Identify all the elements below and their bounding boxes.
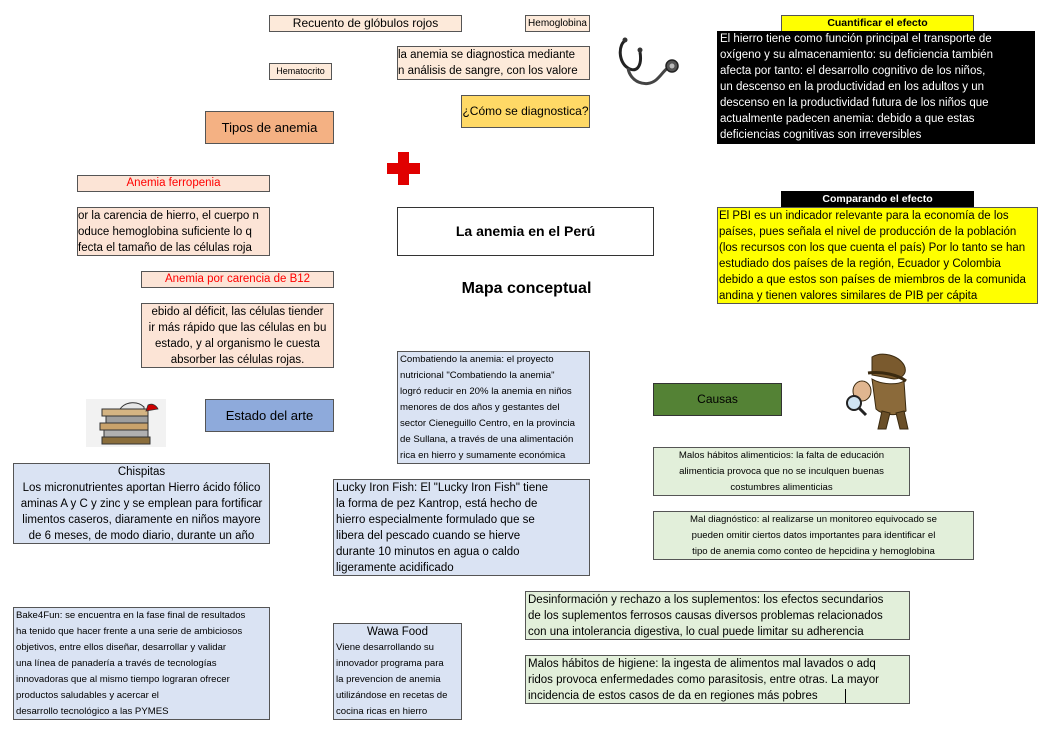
chispitas-title: Chispitas bbox=[117, 466, 166, 478]
como-diagnostica-box: ¿Cómo se diagnostica? bbox=[461, 95, 590, 128]
main-title: La anemia en el Perú bbox=[397, 207, 654, 256]
combatiendo-line: de Sullana, a través de una alimentación bbox=[400, 434, 574, 445]
chispitas-line: aminas A y C y zinc y se emplean para fo… bbox=[20, 498, 263, 510]
comparando-line: (los recursos con los que cuenta el país… bbox=[719, 242, 1026, 254]
diagnostico-text: la anemia se diagnostica mediante n anál… bbox=[397, 46, 590, 80]
bake-line: Bake4Fun: se encuentra en la fase final … bbox=[16, 610, 246, 621]
wawa-line: innovador programa para bbox=[336, 658, 444, 669]
chispitas-line: Los micronutrientes aportan Hierro ácido… bbox=[22, 482, 261, 494]
wawa-line: Viene desarrollando su bbox=[336, 642, 434, 653]
stethoscope-icon bbox=[612, 34, 682, 92]
diagnostico-line: la anemia se diagnostica mediante bbox=[398, 49, 576, 61]
anemia-ferropenia-text: or la carencia de hierro, el cuerpo n od… bbox=[77, 207, 270, 256]
mal-diagnostico-line: pueden omitir ciertos datos importantes … bbox=[691, 530, 936, 541]
chispitas-line: limentos caseros, diaramente en niños ma… bbox=[22, 514, 261, 526]
comparando-line: estudiado dos países de la región, Ecuad… bbox=[719, 258, 1001, 270]
cuantificar-title: Cuantificar el efecto bbox=[781, 15, 974, 32]
b12-line: ebido al déficit, las células tiender bbox=[151, 306, 324, 318]
lucky-line: durante 10 minutos en agua o caldo bbox=[336, 546, 520, 558]
comparando-line: andina y tienen valores similares de PIB… bbox=[719, 290, 978, 302]
combatiendo-line: menores de dos años y gestantes del bbox=[400, 402, 560, 413]
wawa-line: cocina ricas en hierro bbox=[336, 706, 428, 717]
bake-line: objetivos, entre ellos diseñar, desarrol… bbox=[16, 642, 227, 653]
malos-habitos-line: alimenticia provoca que no se inculquen … bbox=[679, 466, 884, 477]
combatiendo-line: nutricional "Combatiendo la anemia" bbox=[400, 370, 555, 381]
map-subtitle: Mapa conceptual bbox=[461, 280, 592, 297]
anemia-ferropenia-title: Anemia ferropenia bbox=[77, 175, 270, 192]
causas-box: Causas bbox=[653, 383, 782, 416]
bake-line: desarrollo tecnológico a las PYMES bbox=[16, 706, 169, 717]
wawa-line: la prevencion de anemia bbox=[336, 674, 441, 685]
estado-arte-box: Estado del arte bbox=[205, 399, 334, 432]
bake4fun-text: Bake4Fun: se encuentra en la fase final … bbox=[13, 607, 270, 720]
bake-line: ha tenido que hacer frente a una serie d… bbox=[16, 626, 243, 637]
malos-habitos-line: costumbres alimenticias bbox=[730, 482, 833, 493]
ferropenia-line: oduce hemoglobina suficiente lo q bbox=[78, 226, 252, 238]
combatiendo-line: Combatiendo la anemia: el proyecto bbox=[400, 354, 554, 365]
books-icon bbox=[86, 399, 166, 447]
lucky-line: la forma de pez Kantrop, está hecho de bbox=[336, 498, 538, 510]
cuantificar-line: afecta por tanto: el desarrollo cognitiv… bbox=[720, 65, 986, 77]
bake-line: innovadoras que al mismo tiempo lograran… bbox=[16, 674, 230, 685]
lucky-line: libera del pescado cuando se hierve bbox=[336, 530, 521, 542]
desinformacion-line: Desinformación y rechazo a los suplement… bbox=[528, 594, 884, 606]
combatiendo-line: rica en hierro y sumamente económica bbox=[400, 450, 566, 461]
mal-diagnostico-text: Mal diagnóstico: al realizarse un monito… bbox=[653, 511, 974, 560]
cuantificar-line: deficiencias cognitivas son irreversible… bbox=[720, 129, 922, 141]
red-cross-icon bbox=[387, 152, 420, 185]
bake-line: una línea de panadería a través de tecno… bbox=[16, 658, 217, 669]
malos-habitos-line: Malos hábitos alimenticios: la falta de … bbox=[678, 450, 885, 461]
combatiendo-line: sector Cieneguillo Centro, en la provinc… bbox=[400, 418, 575, 429]
lucky-iron-fish-text: Lucky Iron Fish: El "Lucky Iron Fish" ti… bbox=[333, 479, 590, 576]
combatiendo-line: logró reducir en 20% la anemia en niños bbox=[400, 386, 572, 397]
text-cursor bbox=[845, 689, 846, 703]
cuantificar-line: un descenso en la productividad en los a… bbox=[720, 81, 985, 93]
b12-line: estado, y al organismo le cuesta bbox=[155, 338, 320, 350]
ferropenia-line: or la carencia de hierro, el cuerpo n bbox=[78, 210, 259, 222]
cuantificar-line: oxígeno y su almacenamiento: su deficien… bbox=[720, 49, 993, 61]
hemoglobina-label: Hemoglobina bbox=[525, 15, 590, 32]
mal-diagnostico-line: Mal diagnóstico: al realizarse un monito… bbox=[690, 514, 937, 525]
tipos-anemia-box: Tipos de anemia bbox=[205, 111, 334, 144]
cuantificar-line: actualmente padecen anemia: debido a que… bbox=[720, 113, 975, 125]
mal-diagnostico-line: tipo de anemia como conteo de hepcidina … bbox=[692, 546, 935, 557]
b12-line: absorber las células rojas. bbox=[170, 354, 305, 366]
recuento-label: Recuento de glóbulos rojos bbox=[269, 15, 462, 32]
desinformacion-text: Desinformación y rechazo a los suplement… bbox=[525, 591, 910, 640]
comparando-title: Comparando el efecto bbox=[781, 191, 974, 208]
comparando-line: El PBI es un indicador relevante para la… bbox=[719, 210, 1009, 222]
wawa-title: Wawa Food bbox=[367, 626, 428, 638]
wawa-line: utilizándose en recetas de bbox=[336, 690, 448, 701]
anemia-b12-title: Anemia por carencia de B12 bbox=[141, 271, 334, 288]
comparando-line: países, pues señala el nivel de producci… bbox=[719, 226, 1017, 238]
cuantificar-line: descenso en la productividad futura de l… bbox=[720, 97, 989, 109]
higiene-text: Malos hábitos de higiene: la ingesta de … bbox=[525, 655, 910, 704]
cuantificar-line: El hierro tiene como función principal e… bbox=[720, 33, 992, 45]
chispitas-text: Chispitas Los micronutrientes aportan Hi… bbox=[13, 463, 270, 544]
chispitas-line: de 6 meses, de modo diario, durante un a… bbox=[28, 530, 255, 542]
cuantificar-text: El hierro tiene como función principal e… bbox=[717, 31, 1035, 144]
combatiendo-text: Combatiendo la anemia: el proyecto nutri… bbox=[397, 351, 590, 464]
comparando-text: El PBI es un indicador relevante para la… bbox=[717, 207, 1038, 304]
lucky-line: hierro especialmente formulado que se bbox=[336, 514, 535, 526]
hematocrito-label: Hematocrito bbox=[269, 63, 332, 80]
higiene-line: Malos hábitos de higiene: la ingesta de … bbox=[528, 658, 876, 670]
lucky-line: ligeramente acidificado bbox=[336, 562, 454, 574]
desinformacion-line: con una intolerancia digestiva, lo cual … bbox=[528, 626, 864, 638]
malos-habitos-text: Malos hábitos alimenticios: la falta de … bbox=[653, 447, 910, 496]
detective-icon bbox=[842, 351, 914, 431]
b12-line: ir más rápido que las células en bu bbox=[148, 322, 327, 334]
ferropenia-line: fecta el tamaño de las células roja bbox=[78, 242, 252, 254]
diagnostico-line: n análisis de sangre, con los valore bbox=[398, 65, 578, 77]
anemia-b12-text: ebido al déficit, las células tiender ir… bbox=[141, 303, 334, 368]
higiene-line: ridos provoca enfermedades como parasito… bbox=[528, 674, 879, 686]
wawa-food-text: Wawa Food Viene desarrollando su innovad… bbox=[333, 623, 462, 720]
comparando-line: debido a que estos son países de miembro… bbox=[719, 274, 1026, 286]
bake-line: productos saludables y acercar el bbox=[16, 690, 159, 701]
desinformacion-line: de los suplementos ferrosos causas diver… bbox=[528, 610, 883, 622]
lucky-line: Lucky Iron Fish: El "Lucky Iron Fish" ti… bbox=[336, 482, 549, 494]
higiene-line: incidencia de estos casos de da en regio… bbox=[528, 690, 818, 702]
